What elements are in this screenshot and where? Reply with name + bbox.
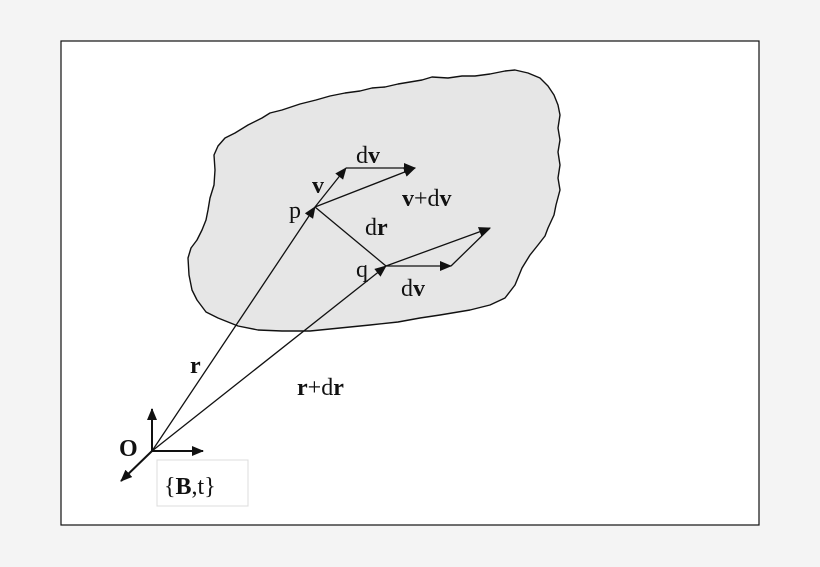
dv-bottom-v: v (413, 276, 425, 302)
dv-top-d: d (356, 143, 368, 169)
velocity-v-label: v (312, 173, 324, 199)
frame-label-B: B (176, 474, 192, 500)
dv-top-label: dv (356, 143, 380, 169)
r-plus-dr-r1: r (297, 375, 308, 401)
frame-axis-diagonal (120, 450, 153, 482)
frame-label-box (156, 459, 249, 507)
point-q-label: q (356, 257, 368, 283)
r-plus-dr-r2: r (333, 375, 344, 401)
frame-label-open: { (164, 474, 176, 500)
dr-d: d (365, 215, 377, 241)
v-plus-dv-plus-d: +d (414, 186, 440, 212)
r-plus-dr-plus-d: +d (308, 375, 334, 401)
v-plus-dv-v2: v (440, 186, 452, 212)
point-p-label: p (289, 198, 301, 224)
v-plus-dv-v1: v (402, 186, 414, 212)
velocity-v-plus-dv-at-p (314, 167, 416, 208)
position-r-label: r (190, 353, 201, 379)
position-vector-r (151, 206, 316, 452)
r-plus-dr-label: r+dr (297, 375, 344, 401)
velocity-v-at-p (314, 167, 347, 208)
body-region (187, 69, 561, 332)
dr-label: dr (365, 215, 388, 241)
displacement-dr (314, 206, 387, 267)
dv-bottom-d: d (401, 276, 413, 302)
velocity-v-plus-dv-at-q (385, 227, 491, 267)
position-vector-r-plus-dr (151, 265, 387, 452)
dv-bottom-label: dv (401, 276, 425, 302)
frame-label-rest: ,t} (192, 474, 216, 500)
frame-label: {B,t} (164, 474, 216, 500)
velocity-v-at-q (450, 227, 491, 267)
dr-r: r (377, 215, 388, 241)
origin-label: O (119, 436, 138, 462)
dv-top-v: v (368, 143, 380, 169)
v-plus-dv-label: v+dv (402, 186, 452, 212)
